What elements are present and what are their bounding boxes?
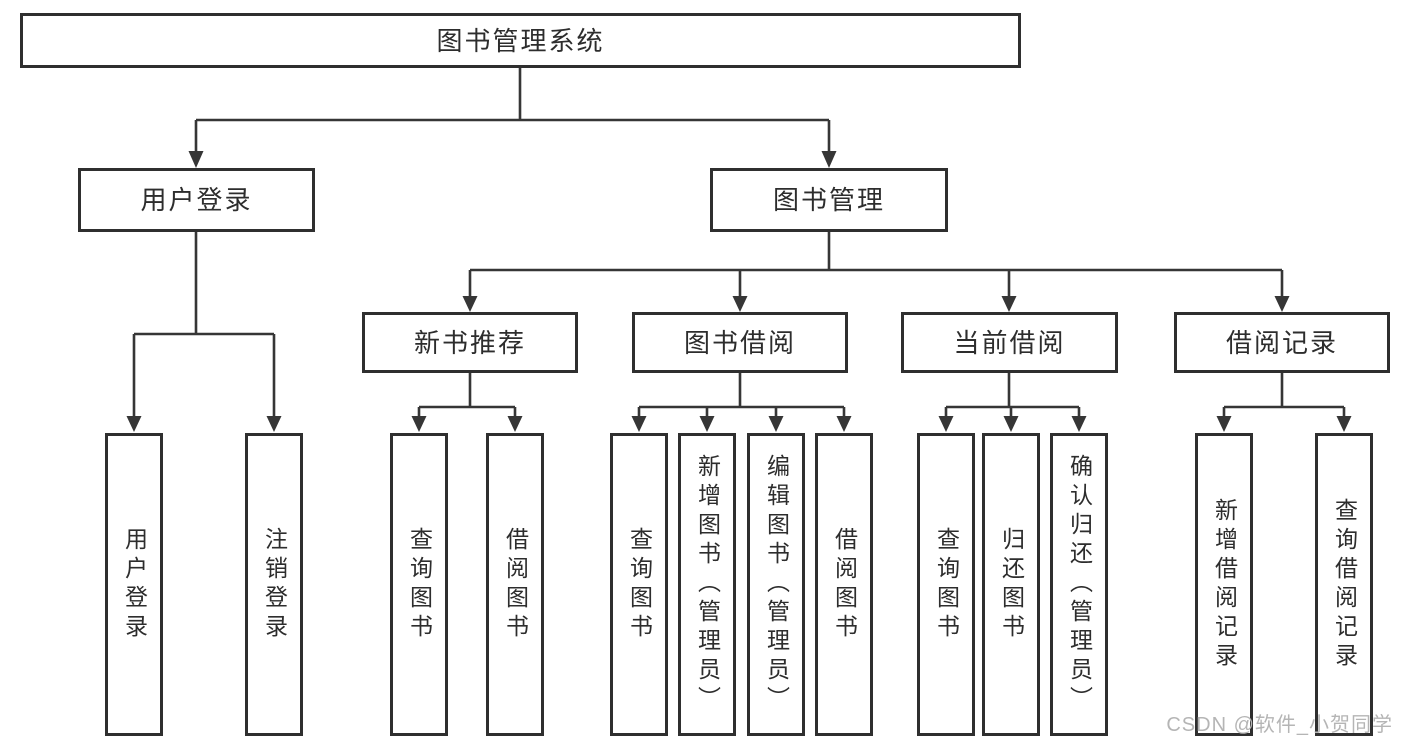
leaf-borrow-books-recommend: 借阅图书 bbox=[486, 433, 544, 736]
connector-new-book-branch bbox=[417, 373, 517, 417]
node-label: 图书借阅 bbox=[683, 327, 796, 358]
node-book-management: 图书管理 bbox=[710, 168, 948, 232]
leaf-return-books: 归还图书 bbox=[982, 433, 1040, 736]
leaf-add-borrow-record: 新增借阅记录 bbox=[1195, 433, 1253, 736]
node-book-borrow: 图书借阅 bbox=[632, 312, 848, 373]
node-label: 查询图书 bbox=[933, 526, 960, 643]
node-label: 注销登录 bbox=[261, 526, 288, 643]
connector-user-login-branch bbox=[132, 232, 276, 417]
node-label: 新增借阅记录 bbox=[1211, 497, 1238, 672]
csdn-watermark: CSDN @软件_小贺同学 bbox=[1166, 714, 1393, 736]
node-label: 用户登录 bbox=[121, 526, 148, 643]
node-label: 用户登录 bbox=[140, 185, 253, 215]
leaf-query-books-borrow: 查询图书 bbox=[610, 433, 668, 736]
leaf-logout: 注销登录 bbox=[245, 433, 303, 736]
connector-root-to-level2 bbox=[194, 68, 831, 152]
leaf-user-login: 用户登录 bbox=[105, 433, 163, 736]
node-current-borrow: 当前借阅 bbox=[901, 312, 1118, 373]
node-label: 查询借阅记录 bbox=[1331, 497, 1358, 672]
node-label: 当前借阅 bbox=[953, 327, 1066, 358]
connector-current-borrow-branch bbox=[944, 373, 1081, 417]
node-label: 确认归还（管理员） bbox=[1066, 454, 1093, 715]
leaf-confirm-return-admin: 确认归还（管理员） bbox=[1050, 433, 1108, 736]
connector-borrow-records-branch bbox=[1222, 373, 1346, 417]
node-label: 查询图书 bbox=[406, 526, 433, 643]
leaf-edit-book-admin: 编辑图书（管理员） bbox=[747, 433, 805, 736]
node-label: 借阅记录 bbox=[1225, 327, 1338, 358]
node-label: 归还图书 bbox=[998, 526, 1025, 643]
leaf-query-books-recommend: 查询图书 bbox=[390, 433, 448, 736]
node-label: 查询图书 bbox=[626, 526, 653, 643]
connector-book-management-branch bbox=[468, 232, 1284, 297]
node-label: 借阅图书 bbox=[502, 526, 529, 643]
node-library-management-system: 图书管理系统 bbox=[20, 13, 1021, 68]
node-new-book-recommend: 新书推荐 bbox=[362, 312, 578, 373]
connector-book-borrow-branch bbox=[637, 373, 846, 417]
leaf-query-borrow-record: 查询借阅记录 bbox=[1315, 433, 1373, 736]
node-user-login: 用户登录 bbox=[78, 168, 315, 232]
leaf-borrow-books: 借阅图书 bbox=[815, 433, 873, 736]
node-borrow-records: 借阅记录 bbox=[1174, 312, 1390, 373]
node-label: 图书管理 bbox=[772, 185, 885, 215]
node-label: 图书管理系统 bbox=[436, 25, 605, 56]
node-label: 借阅图书 bbox=[831, 526, 858, 643]
node-label: 新增图书（管理员） bbox=[694, 454, 721, 715]
leaf-query-books-current: 查询图书 bbox=[917, 433, 975, 736]
node-label: 编辑图书（管理员） bbox=[763, 454, 790, 715]
leaf-add-book-admin: 新增图书（管理员） bbox=[678, 433, 736, 736]
node-label: 新书推荐 bbox=[413, 327, 526, 358]
